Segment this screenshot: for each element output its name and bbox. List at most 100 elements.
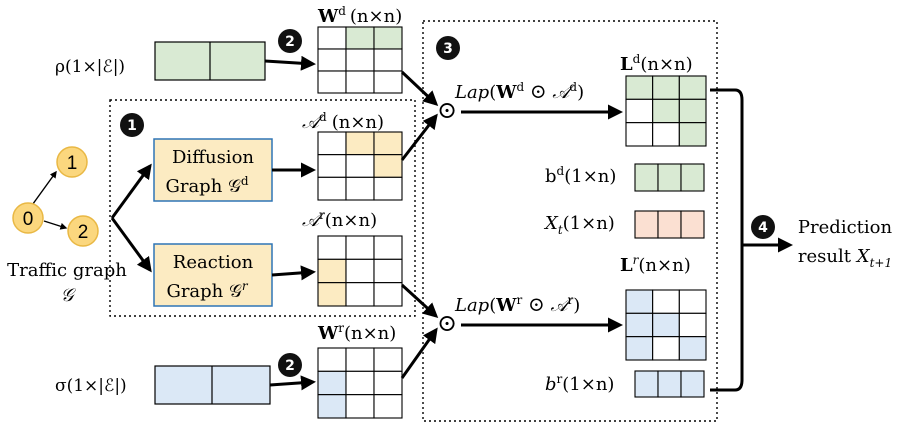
sigma-vector — [154, 365, 271, 405]
graph-node-1: 1 — [56, 146, 88, 178]
ld-matrix-cell — [652, 75, 680, 100]
ad-matrix-cell — [317, 176, 347, 201]
ad-matrix-cell — [345, 131, 375, 156]
ld-matrix — [625, 75, 707, 147]
wd-matrix-cell — [373, 26, 403, 50]
connector-arrows — [264, 55, 316, 391]
lr-matrix-cell — [625, 336, 654, 361]
lap-r-expression: Lap(Wr ⊙ 𝒜r) — [454, 292, 580, 316]
lr-matrix-cell — [625, 312, 654, 338]
lr-matrix-cell — [678, 289, 707, 314]
ar-matrix-cell — [317, 235, 347, 260]
rho-vector — [154, 41, 266, 81]
ld-matrix-cell — [652, 122, 680, 147]
lr-label: Lr(n×n) — [620, 253, 691, 276]
ld-matrix-cell — [678, 98, 707, 124]
badge-1: 1 — [120, 113, 144, 137]
xt-label: Xt(1×n) — [543, 213, 615, 237]
wr-matrix-cell — [317, 394, 347, 419]
bd-vector — [634, 163, 705, 192]
lr-matrix-cell — [678, 336, 707, 361]
ld-matrix-cell — [625, 98, 654, 124]
lr-matrix-cell — [678, 312, 707, 338]
ad-matrix-cell — [345, 154, 375, 178]
badge-2-top: 2 — [278, 29, 302, 53]
ad-matrix-cell — [373, 154, 403, 178]
wr-label: Wr(n×n) — [317, 321, 396, 344]
reaction-graph-box: Reaction Graph 𝒢r — [153, 243, 273, 307]
ar-matrix-cell — [345, 282, 375, 307]
badge-4: 4 — [751, 215, 775, 239]
br-vector — [634, 370, 705, 398]
ld-matrix-cell — [678, 75, 707, 100]
svg-text:1: 1 — [127, 118, 137, 134]
lap-d-expression: Lap(Wd ⊙ 𝒜d) — [454, 79, 584, 103]
wd-matrix-cell — [317, 48, 347, 72]
merge-brace — [710, 88, 793, 392]
lr-matrix-cell — [652, 336, 680, 361]
ar-matrix-cell — [345, 235, 375, 260]
br-vector-cell — [634, 370, 659, 398]
svg-text:1: 1 — [67, 153, 78, 174]
ar-matrix-cell — [317, 258, 347, 284]
ar-matrix-cell — [373, 235, 403, 260]
wd-matrix-cell — [345, 48, 375, 72]
prediction-label: Prediction — [798, 217, 893, 238]
wd-matrix-cell — [345, 26, 375, 50]
traffic-graph-label: Traffic graph — [7, 260, 127, 281]
bd-label: bd(1×n) — [545, 164, 616, 187]
rho-label: ρ(1×|ℰ|) — [55, 57, 125, 77]
odot-bottom: ⊙ — [437, 309, 457, 337]
ld-label: Ld(n×n) — [620, 52, 693, 75]
wd-matrix-cell — [345, 70, 375, 94]
lr-matrix-cell — [652, 312, 680, 338]
wr-matrix — [317, 347, 403, 419]
ad-matrix — [317, 131, 403, 201]
wd-matrix — [317, 26, 403, 94]
wr-matrix-cell — [345, 347, 375, 372]
svg-text:4: 4 — [758, 220, 768, 236]
xt-vector-cell — [657, 210, 682, 239]
badge-2-bottom: 2 — [278, 353, 302, 377]
traffic-graph: 0 1 2 Traffic graph 𝒢 — [7, 146, 127, 306]
svg-text:Graph 𝒢r: Graph 𝒢r — [166, 279, 248, 302]
br-vector-cell — [657, 370, 682, 398]
merge-arrows — [400, 70, 623, 379]
ar-label: 𝒜r(n×n) — [302, 208, 377, 231]
ad-matrix-cell — [317, 131, 347, 156]
svg-text:Diffusion: Diffusion — [172, 147, 254, 168]
wd-matrix-cell — [317, 70, 347, 94]
wr-matrix-cell — [373, 370, 403, 396]
svg-text:Graph 𝒢d: Graph 𝒢d — [165, 174, 248, 197]
matrix-grids — [317, 26, 707, 419]
svg-text:2: 2 — [78, 222, 89, 243]
ad-matrix-cell — [317, 154, 347, 178]
svg-text:Reaction: Reaction — [173, 252, 254, 273]
diffusion-graph-box: Diffusion Graph 𝒢d — [153, 138, 273, 202]
lr-matrix-cell — [625, 289, 654, 314]
bd-vector-cell — [634, 163, 659, 192]
wd-matrix-cell — [373, 48, 403, 72]
svg-text:3: 3 — [443, 41, 453, 57]
wr-matrix-cell — [373, 394, 403, 419]
ld-matrix-cell — [678, 122, 707, 147]
xt-vector-cell — [680, 210, 705, 239]
wd-matrix-cell — [317, 26, 347, 50]
wr-matrix-cell — [373, 347, 403, 372]
svg-text:2: 2 — [285, 34, 295, 50]
ar-matrix-cell — [373, 282, 403, 307]
ld-matrix-cell — [652, 98, 680, 124]
lr-matrix — [625, 289, 707, 361]
ad-label: 𝒜d(n×n) — [302, 110, 384, 133]
wr-matrix-cell — [345, 370, 375, 396]
wr-matrix-cell — [345, 394, 375, 419]
lr-matrix-cell — [652, 289, 680, 314]
bd-vector-cell — [680, 163, 705, 192]
br-vector-cell — [680, 370, 705, 398]
ar-matrix — [317, 235, 403, 307]
ld-matrix-cell — [625, 75, 654, 100]
prediction-result: result Xt+1 — [798, 246, 892, 270]
ad-matrix-cell — [373, 176, 403, 201]
odot-top: ⊙ — [437, 96, 457, 124]
